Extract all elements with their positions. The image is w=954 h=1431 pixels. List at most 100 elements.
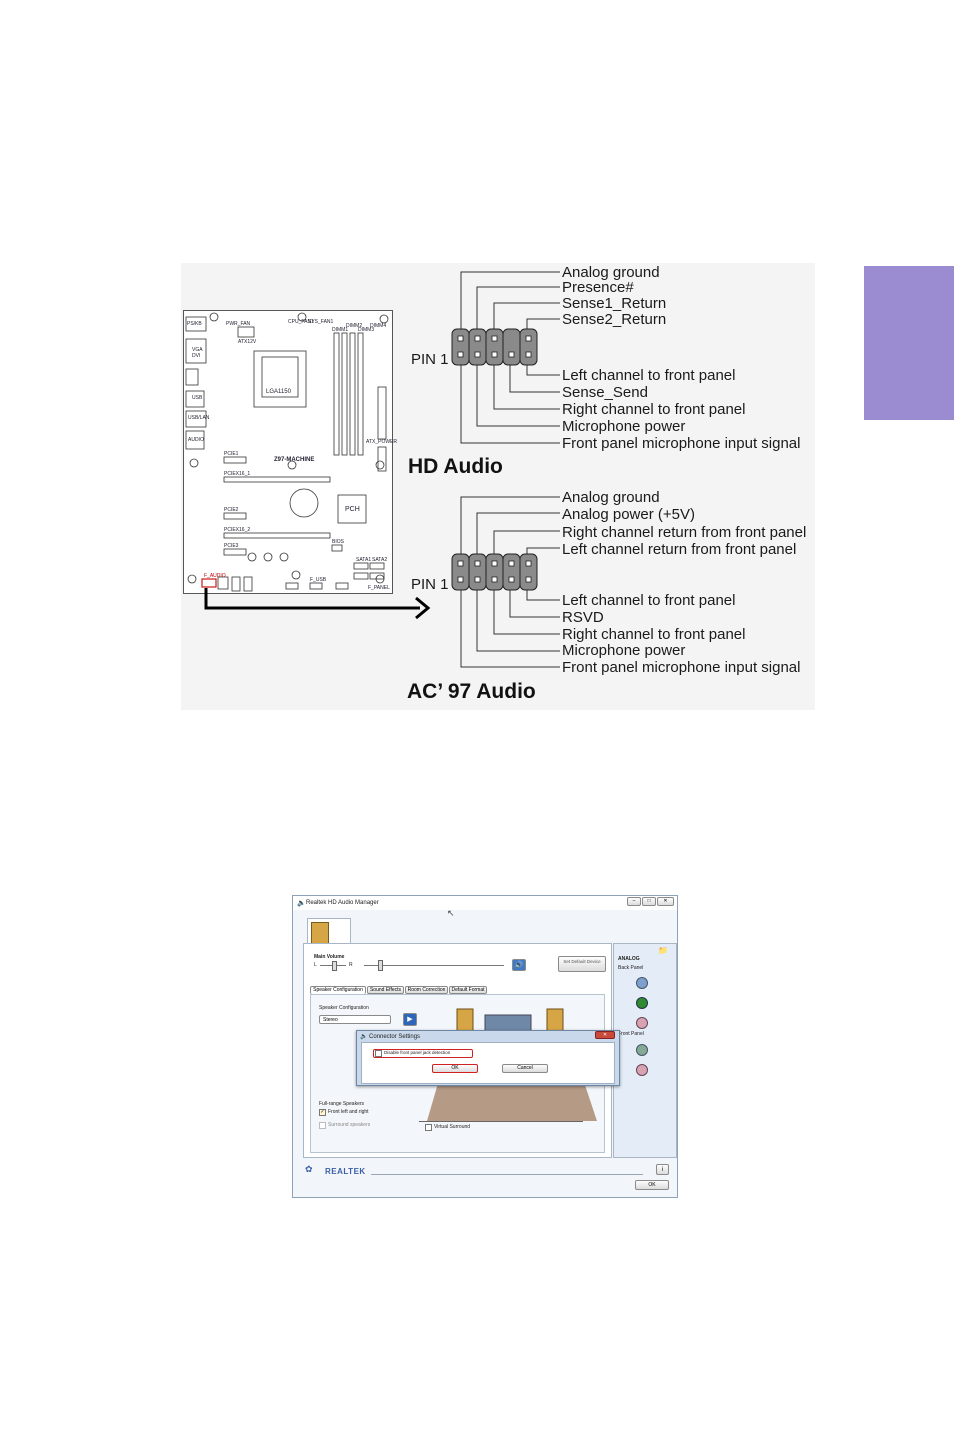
tab-default-format[interactable]: Default Format [449,986,487,994]
dialog-ok-button[interactable]: OK [432,1064,478,1073]
mb-label-dvi: DVI [192,353,201,359]
front-headphone-jack-icon[interactable] [636,1044,648,1056]
mic-jack-icon[interactable] [636,1017,648,1029]
full-range-label: Full-range Speakers [319,1101,365,1107]
info-button[interactable]: i [656,1164,669,1175]
ok-button[interactable]: OK [635,1180,669,1190]
hd-bottom-label: Microphone power [562,418,686,435]
volume-left-label: L [314,962,317,968]
analog-panel: 📁 ANALOG Back Panel Front Panel [613,943,677,1158]
surround-checkbox[interactable] [319,1122,326,1129]
tab-speaker-configuration[interactable]: Speaker Configuration [310,986,366,994]
disable-jack-detection-checkbox[interactable] [375,1050,382,1057]
ac97-top-label: Analog power (+5V) [562,506,695,523]
mb-label-pciex16-2: PCIEX16_2 [224,527,251,533]
ac97-pin-diagram [451,496,560,668]
mb-label-sys-fan: SYS_FAN1 [308,319,334,325]
hd-top-label: Analog ground [562,264,660,281]
mb-label-dimm1: DIMM1 [332,327,349,333]
chapter-side-tab [864,266,954,420]
ac97-bottom-label: RSVD [562,609,604,626]
mb-label-dimm2: DIMM2 [346,323,363,329]
window-title: Realtek HD Audio Manager [306,900,379,906]
minimize-button[interactable]: – [627,897,641,906]
mb-label-bios: BIOS [332,539,344,545]
realtek-window: 🔈 Realtek HD Audio Manager – □ ✕ ↖ Main … [292,895,678,1198]
mb-label-sata2: SATA2 [372,557,388,563]
room-divider [419,1121,583,1122]
hd-top-label: Sense2_Return [562,311,667,328]
mb-label-f-panel: F_PANEL [368,585,390,591]
ac97-bottom-label: Left channel to front panel [562,592,736,609]
hd-bottom-label: Sense_Send [562,384,648,401]
hd-bottom-label: Front panel microphone input signal [562,435,801,452]
device-tab-speakers[interactable] [307,918,351,945]
mb-label-pcie2: PCIE2 [224,507,239,513]
ac97-top-label: Left channel return from front panel [562,541,797,558]
mb-label-atx12v: ATX12V [238,339,257,345]
connector-settings-dialog: 🔈 Connector Settings ✕ Disable front pan… [356,1030,620,1086]
realtek-brand: REALTEK [325,1167,366,1176]
mb-label-dimm4: DIMM4 [370,323,387,329]
virtual-surround-checkbox[interactable] [425,1124,432,1131]
hd-top-label: Sense1_Return [562,295,667,312]
ac97-pin1-label: PIN 1 [411,576,449,593]
front-lr-label: Front left and right [328,1109,369,1115]
analog-label: ANALOG [618,956,640,962]
set-default-device-button[interactable]: Set Default Device [558,956,606,972]
pch-label: PCH [345,506,360,513]
tab-sound-effects[interactable]: Sound Effects [367,986,404,994]
mb-label-pwr-fan: PWR_FAN [226,321,251,327]
disable-jack-detection-highlight [373,1049,473,1058]
speaker-icon: 🔈 [297,900,306,907]
ac97-audio-title: AC’ 97 Audio [407,680,536,703]
hd-pin1-label: PIN 1 [411,351,449,368]
tab-room-correction[interactable]: Room Correction [405,986,448,994]
connector-arrow [204,588,431,620]
mb-label-usb-lan: USB/LAN [188,415,210,421]
mb-label-f-usb: F_USB [310,577,327,583]
volume-slider-thumb[interactable] [378,960,383,971]
front-lr-checkbox[interactable]: ✓ [319,1109,326,1116]
dialog-body: Disable front panel jack detection OK Ca… [361,1042,615,1084]
mouse-cursor-icon: ↖ [447,908,455,918]
mb-label-ps-kb: PS/KB [187,321,202,327]
hd-bottom-label: Left channel to front panel [562,367,736,384]
maximize-button[interactable]: □ [642,897,656,906]
mb-label-f-audio: F_AUDIO [204,573,226,579]
speaker-config-select[interactable]: Stereo [319,1015,391,1024]
ac97-top-label: Right channel return from front panel [562,524,807,541]
main-volume-label: Main Volume [314,954,345,960]
mute-button[interactable]: 🔊 [512,959,526,971]
ac97-bottom-label: Right channel to front panel [562,626,746,643]
hd-audio-pin-diagram [451,271,560,444]
board-name-label: Z97-MACHINE [274,457,315,463]
folder-icon[interactable]: 📁 [658,946,668,955]
hd-audio-title: HD Audio [408,455,503,478]
line-out-jack-icon[interactable] [636,997,648,1009]
dialog-cancel-button[interactable]: Cancel [502,1064,548,1073]
mb-label-pcie3: PCIE3 [224,543,239,549]
footer-divider [371,1174,643,1175]
mb-label-sata1: SATA1 [356,557,372,563]
hd-top-label: Presence# [562,279,634,296]
front-panel-label: Front Panel [618,1031,644,1037]
close-button[interactable]: ✕ [657,897,674,906]
dialog-title: Connector Settings [369,1034,421,1040]
line-in-jack-icon[interactable] [636,977,648,989]
mb-label-vga: VGA [192,347,203,353]
mb-label-dimm3: DIMM3 [358,327,375,333]
balance-slider-thumb[interactable] [332,961,337,971]
cpu-socket-label: LGA1150 [266,389,291,395]
back-panel-label: Back Panel [618,965,644,971]
front-mic-jack-icon[interactable] [636,1064,648,1076]
mb-label-pcie1: PCIE1 [224,451,239,457]
volume-slider-track [364,965,504,966]
mb-label-atx-power: ATX_POWER [366,439,398,445]
mb-label-audio: AUDIO [188,437,204,443]
play-button[interactable]: ▶ [403,1013,417,1026]
dialog-speaker-icon: 🔈 [360,1034,368,1040]
dialog-close-button[interactable]: ✕ [595,1031,615,1039]
speaker-config-label: Speaker Configuration [319,1005,369,1011]
ac97-bottom-label: Front panel microphone input signal [562,659,801,676]
